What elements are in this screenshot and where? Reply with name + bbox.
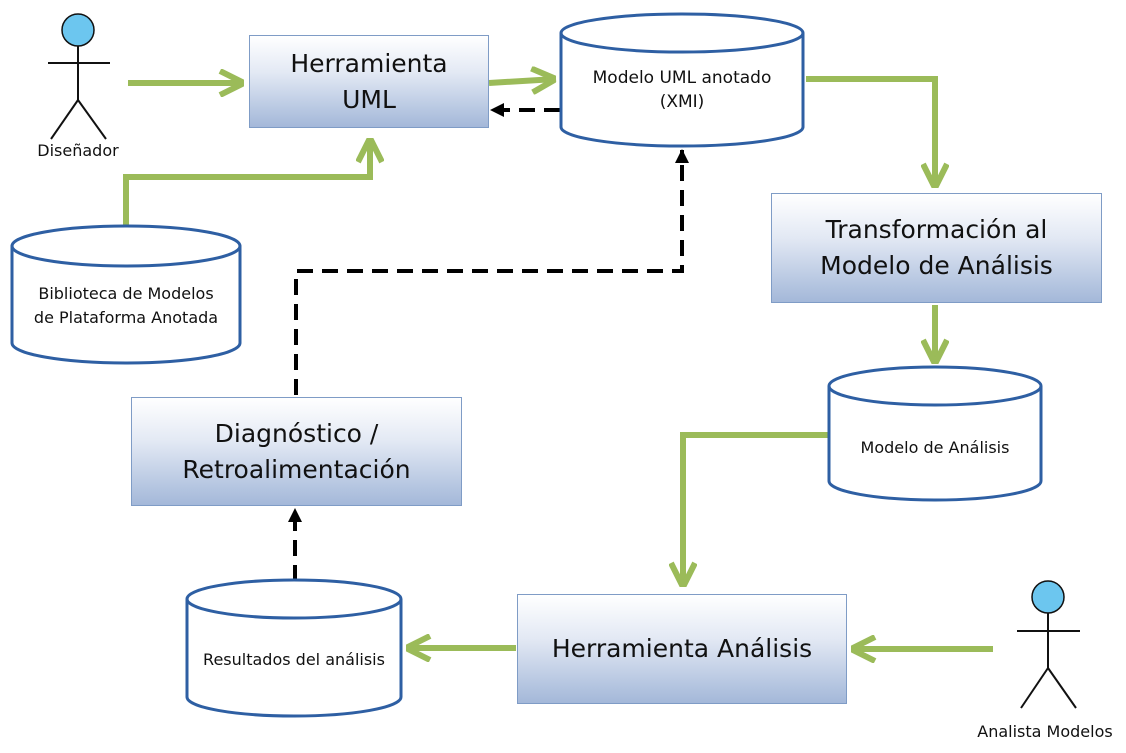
platform-library-label-line-2: de Plataforma Anotada	[33, 308, 219, 327]
diagnosis-box: Diagnóstico / Retroalimentación	[131, 397, 462, 506]
analysis-tool-label: Herramienta Análisis	[551, 634, 813, 663]
transformation-label-line-2: Modelo de Análisis	[820, 251, 1053, 280]
platform-library-label-line-1: Biblioteca de Modelos	[38, 284, 214, 303]
platform-library-label: Biblioteca de Modelos de Plataforma Anot…	[12, 282, 240, 330]
annotated-model-label: Modelo UML anotado (XMI)	[561, 66, 803, 114]
analyst-label: Analista Modelos	[977, 722, 1113, 741]
diagnosis-label-line-2: Retroalimentación	[182, 454, 411, 484]
analyst-actor-icon	[1017, 580, 1080, 709]
flow-uml-tool-to-annotated-model	[488, 79, 556, 83]
designer-actor-icon	[48, 13, 110, 140]
analysis-tool-box: Herramienta Análisis	[517, 594, 847, 704]
uml-tool-box: Herramienta UML	[249, 35, 489, 128]
store-platform-library	[10, 224, 242, 365]
analysis-results-label: Resultados del análisis	[187, 648, 401, 672]
store-analysis-results	[185, 578, 403, 718]
flow-analysis-model-to-analysis-tool	[683, 432, 829, 587]
diagnosis-label-line-1: Diagnóstico /	[214, 418, 379, 448]
store-analysis-model	[827, 365, 1043, 502]
designer-label: Diseñador	[37, 141, 119, 160]
analysis-model-label-line-1: Modelo de Análisis	[860, 438, 1010, 457]
analysis-results-label-line-1: Resultados del análisis	[203, 650, 385, 669]
transformation-box: Transformación al Modelo de Análisis	[771, 193, 1102, 303]
transformation-label-line-1: Transformación al	[825, 215, 1048, 244]
analysis-model-label: Modelo de Análisis	[829, 436, 1041, 460]
feedback-diagnosis-to-annotated-model	[294, 149, 689, 395]
flow-library-to-uml-tool	[123, 138, 370, 227]
store-annotated-model	[559, 12, 805, 148]
flow-annotated-model-to-transformation	[806, 76, 935, 188]
annotated-model-label-line-1: Modelo UML anotado	[592, 68, 772, 88]
annotated-model-label-line-2: (XMI)	[659, 92, 705, 112]
uml-tool-label-line-1: Herramienta	[290, 48, 448, 78]
uml-tool-label-line-2: UML	[342, 84, 396, 114]
